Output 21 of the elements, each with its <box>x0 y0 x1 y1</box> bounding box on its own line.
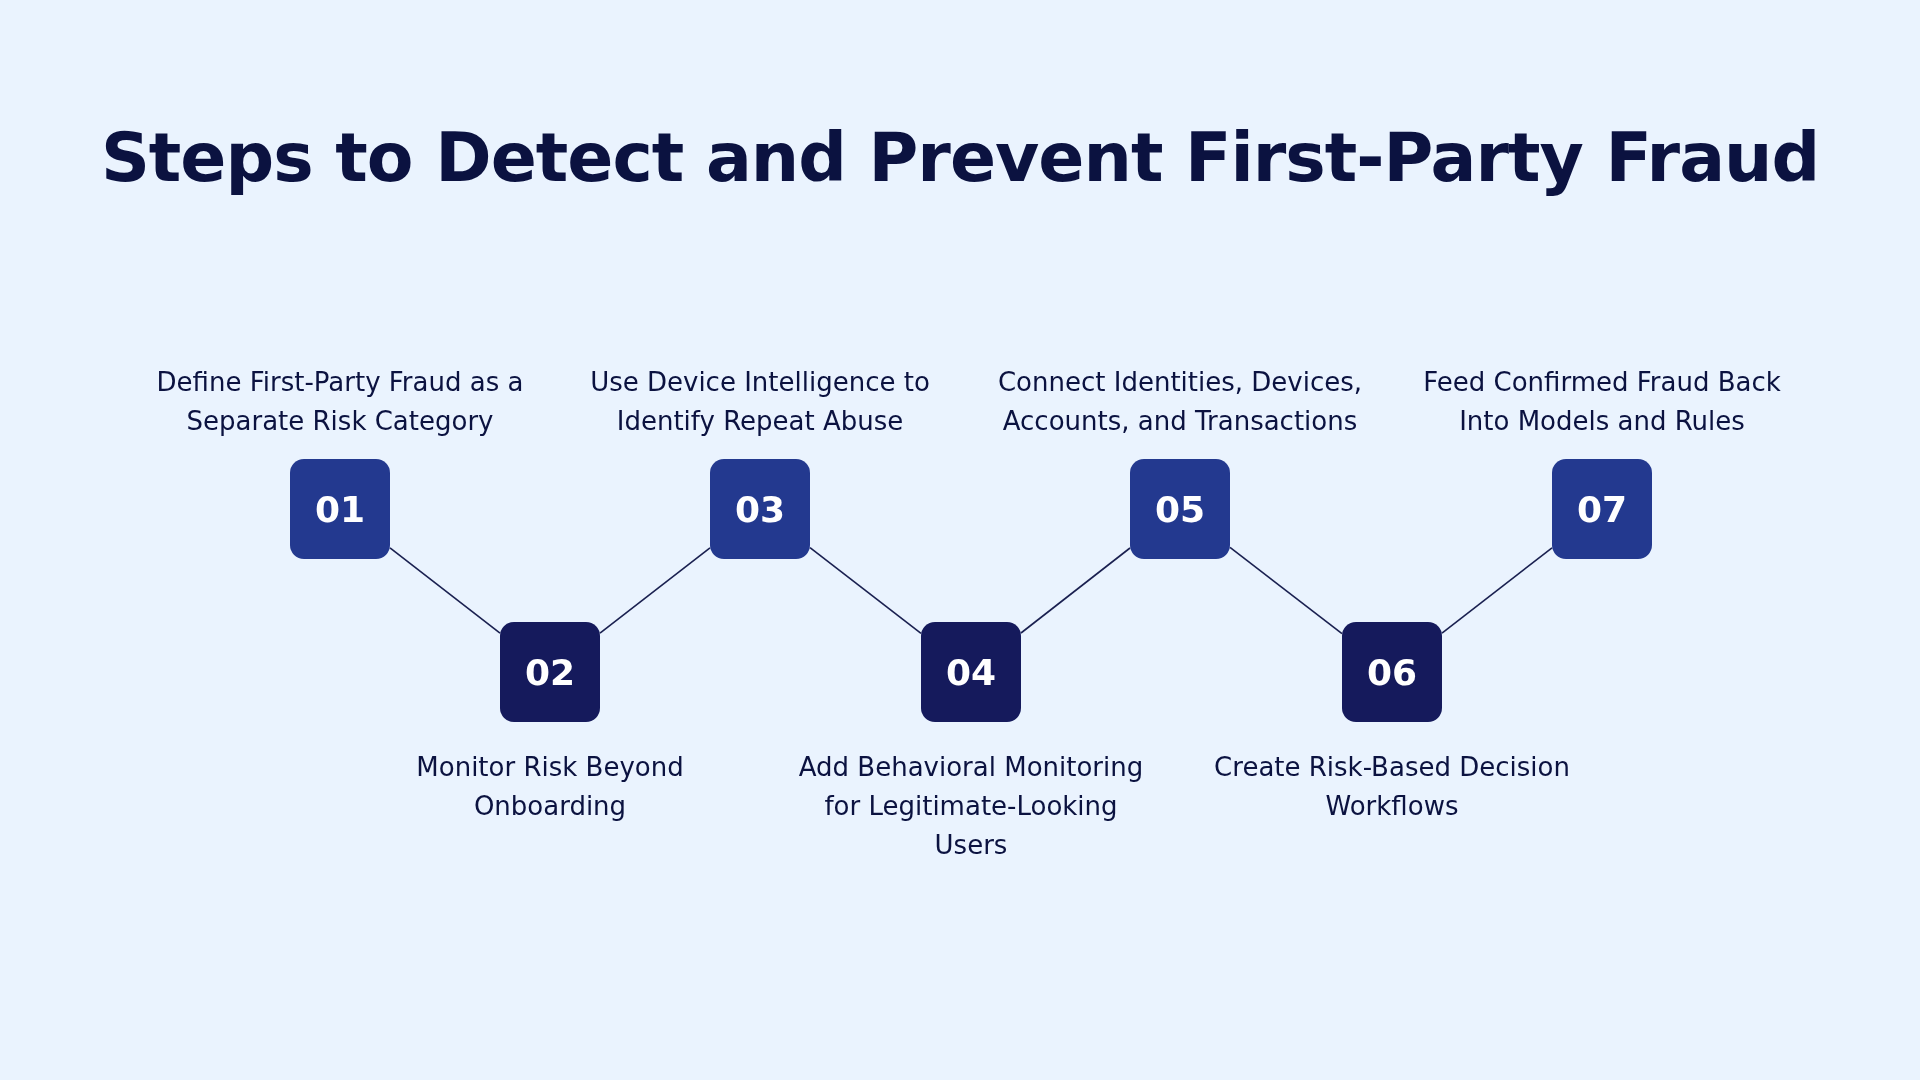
step-description: Define First-Party Fraud as a Separate Risk Category <box>155 366 525 438</box>
connector-line <box>389 547 501 634</box>
connector-line <box>599 547 711 634</box>
step-number-box: 02 <box>500 622 600 722</box>
step-number-box: 05 <box>1130 459 1230 559</box>
step-number-box: 01 <box>290 459 390 559</box>
step-description: Add Behavioral Monitoring for Legitimate-Looking Users <box>797 751 1145 862</box>
step-description: Use Device Intelligence to Identify Repeat Abuse <box>589 366 931 438</box>
step-number-box: 04 <box>921 622 1021 722</box>
step-number-box: 03 <box>710 459 810 559</box>
step-number-box: 06 <box>1342 622 1442 722</box>
step-description: Connect Identities, Devices, Accounts, and Transactions <box>996 366 1364 438</box>
connector-line <box>1229 546 1343 635</box>
step-description: Create Risk-Based Decision Workflows <box>1213 751 1571 823</box>
connector-line <box>809 546 922 635</box>
title: Steps to Detect and Prevent First-Party Fraud <box>100 118 1820 197</box>
connector-line <box>1441 547 1553 634</box>
step-number-box: 07 <box>1552 459 1652 559</box>
step-description: Monitor Risk Beyond Onboarding <box>415 751 685 823</box>
connector-line <box>1020 547 1131 634</box>
step-description: Feed Confirmed Fraud Back Into Models and Rules <box>1422 366 1782 438</box>
